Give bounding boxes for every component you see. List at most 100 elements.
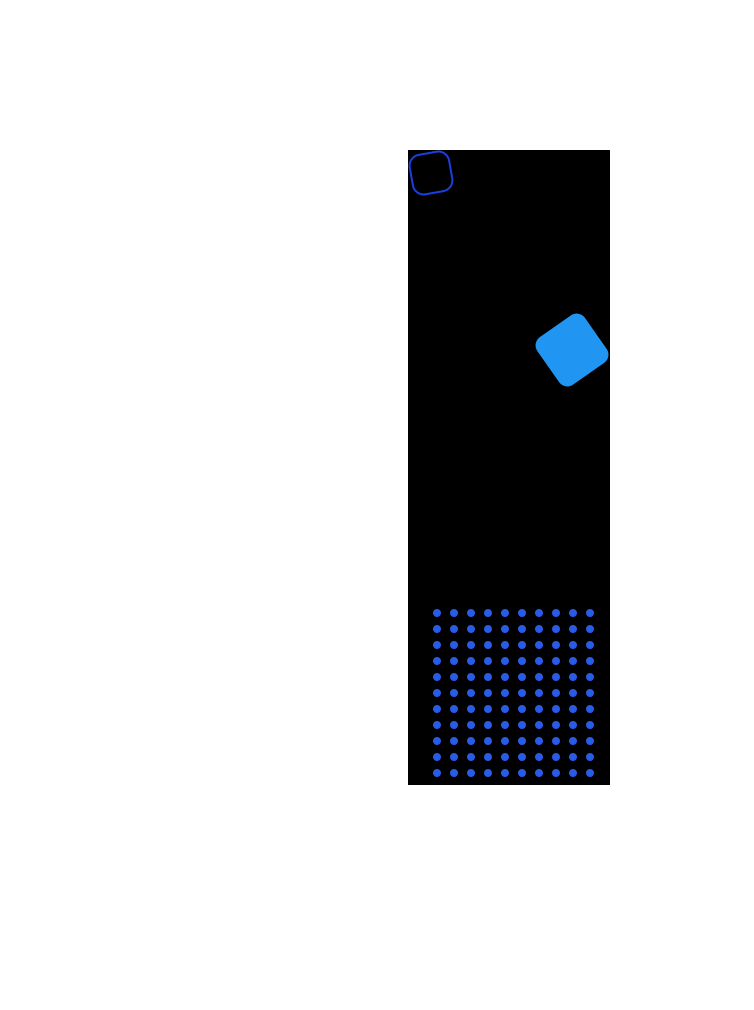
grid-dot (467, 769, 475, 777)
grid-dot (433, 689, 441, 697)
grid-dot (518, 673, 526, 681)
grid-dot (518, 721, 526, 729)
grid-dot (467, 689, 475, 697)
grid-dot (450, 673, 458, 681)
grid-dot (450, 641, 458, 649)
grid-dot (586, 641, 594, 649)
dot-grid (433, 609, 594, 777)
grid-dot (552, 753, 560, 761)
grid-dot (501, 689, 509, 697)
grid-dot (552, 673, 560, 681)
grid-dot (586, 737, 594, 745)
grid-dot (467, 753, 475, 761)
grid-dot (586, 657, 594, 665)
grid-dot (535, 673, 543, 681)
grid-dot (433, 657, 441, 665)
grid-dot (518, 705, 526, 713)
grid-dot (586, 705, 594, 713)
grid-dot (586, 609, 594, 617)
grid-dot (518, 625, 526, 633)
grid-dot (535, 705, 543, 713)
grid-dot (518, 609, 526, 617)
grid-dot (433, 769, 441, 777)
grid-dot (535, 641, 543, 649)
grid-dot (501, 673, 509, 681)
grid-dot (433, 705, 441, 713)
grid-dot (586, 673, 594, 681)
grid-dot (484, 657, 492, 665)
grid-dot (535, 753, 543, 761)
grid-dot (552, 625, 560, 633)
grid-dot (518, 737, 526, 745)
grid-dot (569, 721, 577, 729)
grid-dot (552, 705, 560, 713)
grid-dot (569, 705, 577, 713)
grid-dot (501, 737, 509, 745)
grid-dot (569, 769, 577, 777)
grid-dot (501, 625, 509, 633)
grid-dot (518, 769, 526, 777)
grid-dot (467, 609, 475, 617)
black-panel (406, 148, 613, 785)
grid-dot (433, 721, 441, 729)
grid-dot (569, 753, 577, 761)
grid-dot (467, 657, 475, 665)
grid-dot (433, 753, 441, 761)
grid-dot (552, 689, 560, 697)
grid-dot (552, 657, 560, 665)
grid-dot (484, 737, 492, 745)
grid-dot (586, 721, 594, 729)
grid-dot (484, 609, 492, 617)
grid-dot (552, 737, 560, 745)
grid-dot (501, 641, 509, 649)
grid-dot (535, 737, 543, 745)
grid-dot (467, 705, 475, 713)
grid-dot (433, 625, 441, 633)
grid-dot (467, 737, 475, 745)
grid-dot (467, 625, 475, 633)
grid-dot (484, 641, 492, 649)
grid-dot (501, 705, 509, 713)
grid-dot (501, 753, 509, 761)
grid-dot (535, 657, 543, 665)
grid-dot (450, 753, 458, 761)
grid-dot (518, 657, 526, 665)
grid-dot (518, 641, 526, 649)
grid-dot (552, 769, 560, 777)
grid-dot (535, 625, 543, 633)
grid-dot (586, 753, 594, 761)
grid-dot (433, 641, 441, 649)
grid-dot (569, 689, 577, 697)
grid-dot (484, 625, 492, 633)
grid-dot (433, 673, 441, 681)
grid-dot (586, 689, 594, 697)
grid-dot (484, 753, 492, 761)
grid-dot (535, 769, 543, 777)
grid-dot (484, 689, 492, 697)
grid-dot (484, 673, 492, 681)
grid-dot (484, 721, 492, 729)
grid-dot (501, 721, 509, 729)
grid-dot (467, 673, 475, 681)
grid-dot (450, 769, 458, 777)
grid-dot (433, 737, 441, 745)
grid-dot (569, 641, 577, 649)
grid-dot (535, 609, 543, 617)
grid-dot (518, 689, 526, 697)
grid-dot (501, 769, 509, 777)
outlined-square-shape (406, 148, 456, 198)
grid-dot (484, 705, 492, 713)
grid-dot (450, 609, 458, 617)
grid-dot (552, 641, 560, 649)
grid-dot (433, 609, 441, 617)
grid-dot (535, 721, 543, 729)
grid-dot (535, 689, 543, 697)
grid-dot (501, 609, 509, 617)
grid-dot (450, 705, 458, 713)
grid-dot (586, 625, 594, 633)
grid-dot (450, 625, 458, 633)
grid-dot (552, 721, 560, 729)
grid-dot (501, 657, 509, 665)
grid-dot (518, 753, 526, 761)
